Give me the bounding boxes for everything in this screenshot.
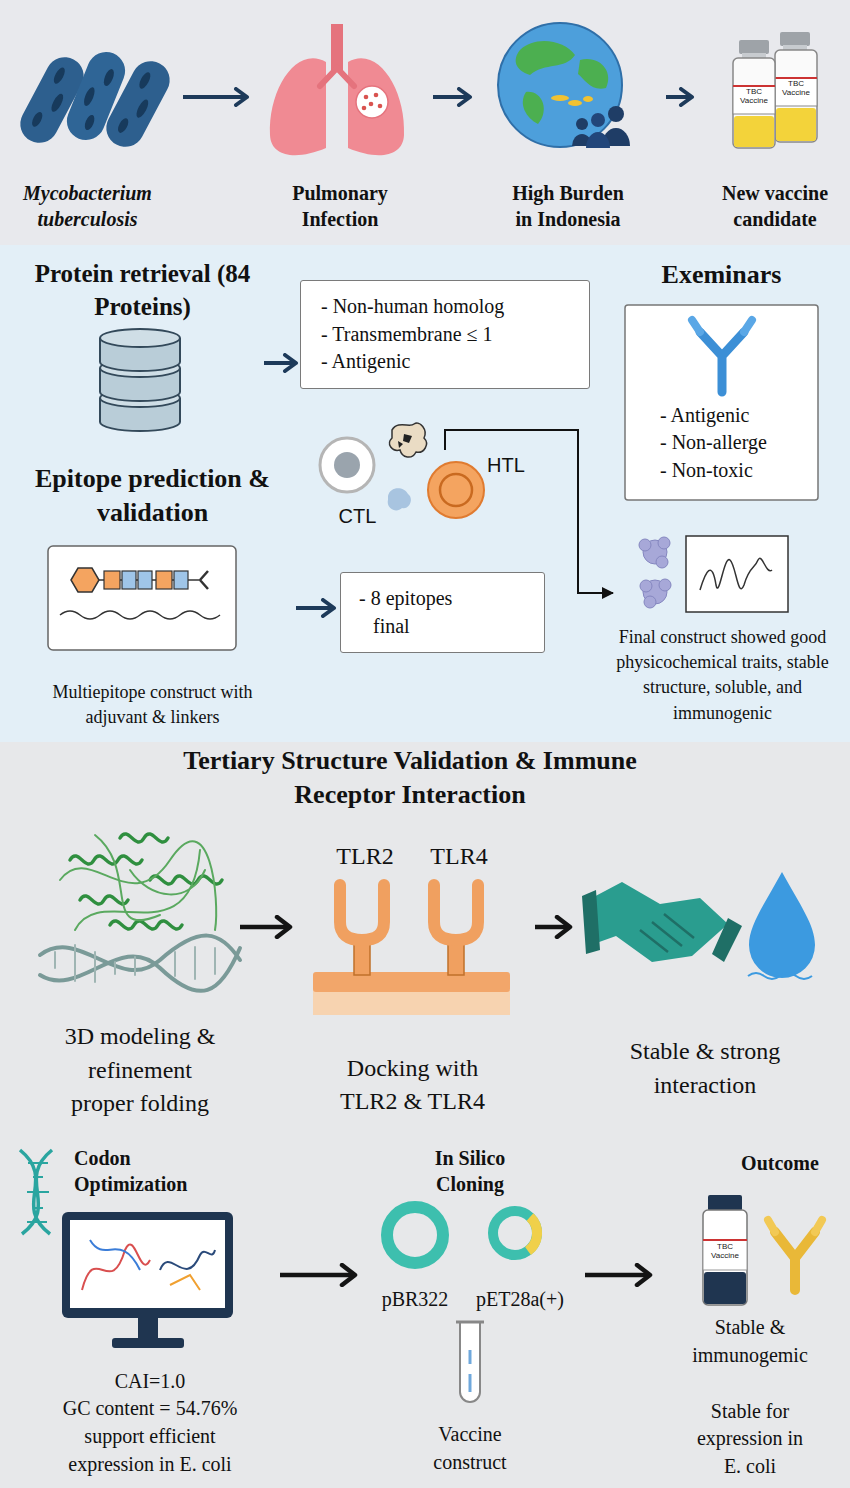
band: [0, 245, 850, 742]
receptor-label: TLR4: [412, 840, 506, 874]
cell-label: HTL: [425, 452, 540, 522]
handshake-icon: [582, 872, 815, 979]
stage-node: New vaccine candidate: [700, 40, 850, 233]
node-text: - 8 epitopes final: [355, 585, 485, 640]
flow-arrow: [585, 1273, 650, 1278]
node-text: - Transmembrane ≤ 1: [321, 321, 569, 349]
final-construct-illustration: [639, 536, 788, 612]
stage-node: 3D modeling & refinement proper folding: [50, 820, 230, 1121]
protein-structure-icon: [40, 834, 240, 991]
vaccine-vials: [733, 32, 817, 148]
docking-node: TLR2TLR4Docking with TLR2 & TLR4: [300, 840, 525, 1119]
node-text: - Antigenic: [321, 348, 569, 376]
bacteria-icon: [14, 46, 177, 153]
node-text: - Non-human homolog: [321, 293, 569, 321]
immune-cells: [320, 423, 484, 518]
node-text: CAI=1.0: [30, 1368, 270, 1396]
plasmid-label: pBR322: [365, 1286, 465, 1314]
node-text: GC content = 54.76%: [30, 1395, 270, 1423]
cell-label: CTL: [320, 435, 395, 529]
node-text: support efficient expression in E. coli: [55, 1423, 245, 1478]
vial-label: TBC Vaccine: [775, 80, 817, 98]
vial-label: TBC Vaccine: [733, 88, 775, 106]
vial-label: TBC Vaccine: [703, 1243, 747, 1261]
flow-arrow: [535, 925, 570, 930]
flow-arrow: [280, 1273, 355, 1278]
screening-panel: Exeminars - Antigenic- Non-allerge- Non-t…: [620, 258, 823, 500]
node-text: HTL: [425, 452, 540, 478]
flow-arrow: [433, 95, 470, 99]
stage-label: High Burden in Indonesia: [503, 180, 633, 233]
database-icon: [100, 329, 180, 431]
flow-arrow: [264, 361, 296, 365]
outcome-node: OutcomeStable & immunogemicStable for ex…: [660, 1150, 840, 1480]
tlr-receptors: [313, 885, 510, 1015]
heading: Outcome: [660, 1150, 840, 1176]
stage-label: New vaccine candidate: [700, 180, 850, 233]
node-text: - Antigenic: [620, 402, 823, 430]
caption: Final construct showed good physicochemi…: [615, 625, 830, 726]
node-text: Stable & immunogemic: [680, 1314, 820, 1369]
globe-icon: [498, 23, 630, 148]
flow-arrow: [445, 430, 613, 593]
section-title: Tertiary Structure Validation & Immune R…: [180, 744, 640, 812]
construct-panel: Epitope prediction & validationMultiepit…: [15, 462, 290, 730]
band: [0, 742, 850, 1488]
node-text: Vaccine construct: [420, 1421, 520, 1476]
codon-node: Codon OptimizationCAI=1.0GC content = 54…: [30, 1145, 270, 1478]
stage-label: Mycobacterium tuberculosis: [0, 180, 175, 233]
band: [0, 0, 850, 245]
section-heading: Protein retrieval (84 Proteins): [25, 258, 260, 428]
receptor-label: TLR2: [318, 840, 412, 874]
node-text: - Non-toxic: [620, 457, 823, 485]
plasmid-label: pET28a(+): [465, 1286, 575, 1314]
heading: Codon Optimization: [30, 1145, 220, 1198]
final-construct: Final construct showed good physicochemi…: [615, 528, 830, 726]
stage-node: Pulmonary Infection: [255, 40, 425, 233]
criteria-box: - Non-human homolog- Transmembrane ≤ 1- …: [300, 280, 590, 389]
flow-arrow: [666, 95, 692, 99]
flow-arrow: [183, 95, 247, 99]
stage-label: Docking with TLR2 & TLR4: [328, 1052, 498, 1119]
result-box: - 8 epitopes final: [340, 572, 545, 653]
stage-node: Stable & strong interaction: [580, 840, 830, 1102]
heading: Protein retrieval (84 Proteins): [25, 258, 260, 323]
node-text: CTL: [320, 503, 395, 529]
cloning-node: In Silico Cloning pBR322pET28a(+) Vaccine …: [365, 1145, 575, 1477]
caption: Multiepitope construct with adjuvant & l…: [50, 680, 255, 730]
flow-arrow: [240, 925, 290, 930]
construct-illustration: [48, 546, 236, 650]
heading: Epitope prediction & validation: [15, 462, 290, 530]
stage-label: 3D modeling & refinement proper folding: [60, 1020, 220, 1121]
stage-node: Mycobacterium tuberculosis: [0, 40, 175, 233]
lungs-icon: [270, 24, 404, 155]
stage-label: Pulmonary Infection: [255, 180, 425, 233]
flow-arrow: [296, 606, 334, 610]
heading: In Silico Cloning: [415, 1145, 525, 1198]
outcome-icons: [703, 1195, 822, 1305]
heading: Exeminars: [620, 258, 823, 292]
stage-label: Stable & strong interaction: [580, 1035, 830, 1102]
stage-node: High Burden in Indonesia: [478, 40, 658, 233]
node-text: Stable for expression in E. coli: [690, 1398, 810, 1481]
node-text: - Non-allerge: [620, 429, 823, 457]
